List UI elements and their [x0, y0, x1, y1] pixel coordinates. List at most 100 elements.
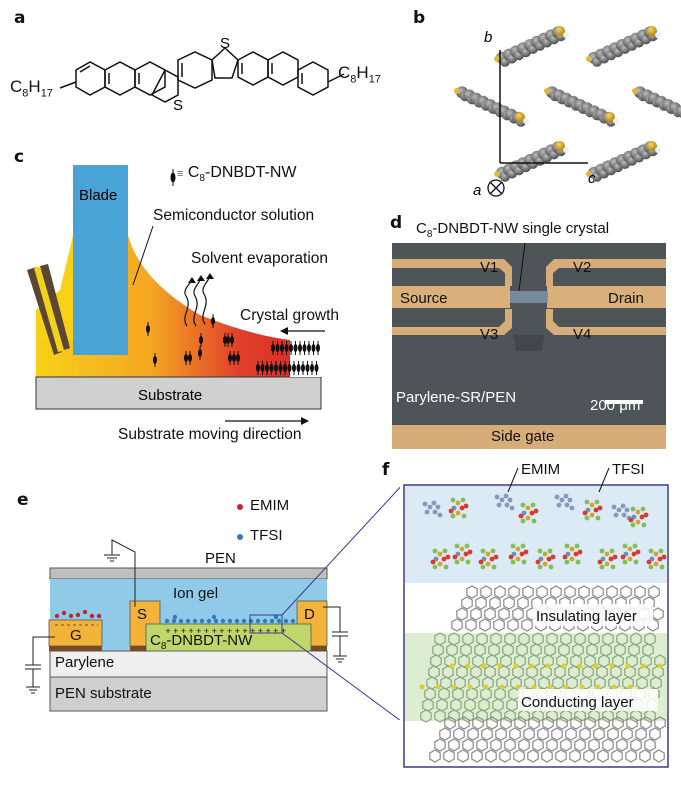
tfsi-ion	[255, 618, 261, 624]
molecule-icon	[310, 361, 314, 375]
molecule-icon	[260, 361, 265, 375]
crystal-molecules	[256, 341, 320, 375]
plus-charge: +	[196, 626, 201, 636]
plus-charge: +	[281, 626, 286, 636]
lattice-ring	[462, 709, 474, 723]
lattice-ring	[574, 709, 586, 723]
device-cross-section: ++++++++++++++++	[25, 486, 400, 720]
thiophene-ring	[211, 46, 239, 79]
lattice-ring	[500, 716, 512, 730]
sulfur-atom	[465, 663, 471, 669]
sulfur-atom	[611, 684, 617, 690]
crystal-growth-label: Crystal growth	[240, 307, 340, 324]
emim-ion	[61, 610, 67, 616]
plus-charge: +	[273, 626, 278, 636]
lattice-ring	[597, 749, 609, 763]
tfsi-ion	[178, 618, 184, 624]
tfsi-molecule	[562, 543, 583, 565]
lattice-ring	[523, 727, 535, 741]
molecule-icon	[314, 361, 319, 375]
molecule-icon	[184, 351, 188, 365]
lattice-ring	[522, 585, 534, 599]
lattice-ring	[639, 749, 651, 763]
parylene-label: Parylene	[55, 654, 115, 671]
molecule-icon	[228, 351, 232, 365]
lattice-ring	[588, 738, 600, 752]
molecule-icon	[153, 353, 157, 367]
lattice-ring	[509, 727, 521, 741]
lattice-ring	[470, 607, 482, 621]
panel-b-label: b	[413, 8, 426, 28]
pen-top-label: PEN	[205, 550, 236, 567]
ion-gel-band	[405, 486, 667, 583]
lattice-ring	[612, 716, 624, 730]
emim-ion	[96, 613, 102, 619]
lattice-ring	[593, 727, 605, 741]
sulfur-atom	[625, 663, 631, 669]
sulfur-atom	[547, 684, 553, 690]
plus-charge: +	[173, 626, 178, 636]
tfsi-ion	[227, 618, 233, 624]
lattice-ring	[420, 709, 432, 723]
tfsi-molecule	[646, 548, 667, 570]
lattice-ring	[621, 727, 633, 741]
tfsi-ion	[273, 614, 279, 620]
electrode-v1	[392, 259, 512, 286]
hole-charges: ++++++++++++++++	[165, 626, 286, 636]
dispersed-molecules	[146, 314, 240, 367]
tfsi-ion	[172, 614, 178, 620]
lattice-ring	[456, 607, 468, 621]
conducting-layer-label: Conducting layer	[521, 694, 634, 711]
molecular-interface-model	[403, 467, 669, 768]
parylene-layer	[49, 650, 328, 678]
lattice-ring	[518, 738, 530, 752]
panel-e-label: e	[17, 490, 29, 510]
molecule-legend-icon	[170, 169, 176, 186]
lattice-ring	[448, 709, 460, 723]
sulfur-atom	[451, 684, 457, 690]
emim-molecule	[611, 503, 632, 521]
lattice-ring	[503, 596, 515, 610]
drain-label: Drain	[608, 290, 644, 307]
electrode-v2	[546, 259, 666, 286]
lattice-ring	[472, 716, 484, 730]
lattice-ring	[490, 709, 502, 723]
tfsi-molecule	[582, 499, 603, 521]
tfsi-ion	[164, 618, 170, 624]
molecule-icon	[230, 333, 234, 347]
sulfur-atom	[481, 663, 487, 669]
lattice-ring	[504, 709, 516, 723]
tfsi-ion	[241, 618, 247, 624]
tfsi-molecule	[620, 543, 641, 565]
semiconductor-solution-label: Semiconductor solution	[153, 207, 315, 224]
lattice-ring	[481, 727, 493, 741]
gate-electrode	[48, 619, 103, 647]
sulfur-atom	[467, 684, 473, 690]
tfsi-ion	[171, 618, 177, 624]
panel-d-label: d	[390, 213, 403, 233]
lattice-ring	[556, 716, 568, 730]
molecule-icon	[284, 341, 289, 355]
plus-charge: +	[227, 626, 232, 636]
lattice-ring	[569, 749, 581, 763]
substituent-right: C8H17	[338, 63, 381, 86]
substrate-label: Substrate	[138, 387, 202, 404]
lattice-ring	[574, 738, 586, 752]
molecule-icon	[271, 341, 275, 355]
sulfur-atom	[609, 663, 615, 669]
lattice-ring	[443, 749, 455, 763]
tfsi-ion	[248, 618, 254, 624]
lattice-ring	[625, 749, 637, 763]
molecule-model	[586, 26, 661, 67]
dispenser-nozzle	[27, 264, 70, 355]
axis-c-label: c	[588, 170, 596, 187]
tfsi-molecule	[448, 497, 469, 519]
tfsi-ion	[206, 618, 212, 624]
side-gate-electrode	[392, 425, 666, 449]
lattice-ring	[461, 596, 473, 610]
drain-electrode-label: D	[304, 606, 315, 623]
meniscus-guided-coating-schematic: Blade Substrate	[27, 165, 325, 425]
molecule-icon	[256, 361, 260, 375]
molecule-icon	[226, 333, 230, 347]
emim-molecule	[554, 493, 575, 511]
